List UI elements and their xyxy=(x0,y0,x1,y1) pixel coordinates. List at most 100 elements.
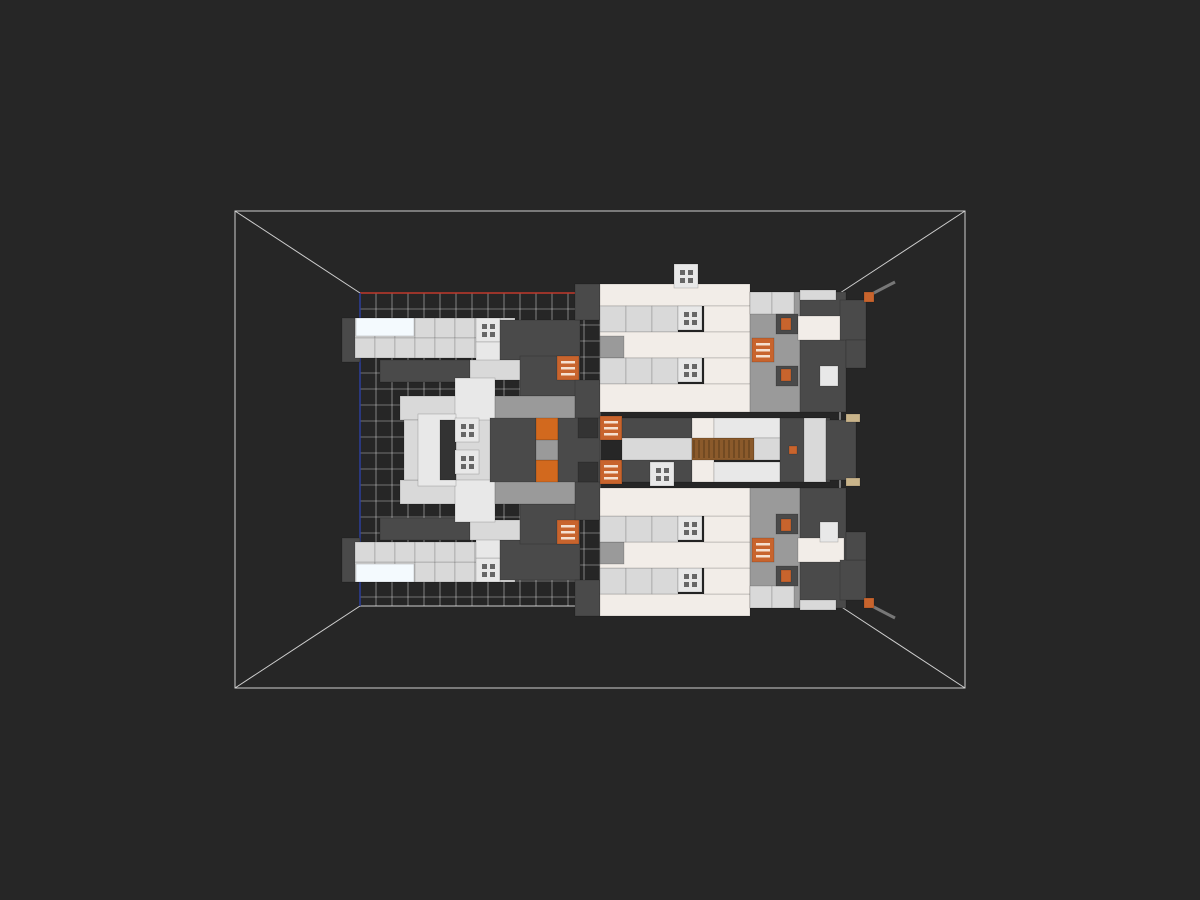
copper-stripe xyxy=(756,543,770,546)
nacelle-tile xyxy=(354,541,376,563)
copper-stripe xyxy=(561,531,575,534)
vent-hole xyxy=(490,324,495,329)
copper-stripe xyxy=(604,433,618,436)
module-tile xyxy=(599,305,627,333)
vent-hole xyxy=(664,476,669,481)
rear-lamp xyxy=(788,445,798,455)
engine-fin xyxy=(839,299,867,341)
vent-hole xyxy=(469,432,474,437)
engine-rail xyxy=(799,289,837,301)
copper-stripe xyxy=(561,537,575,540)
engine-rail xyxy=(799,599,837,611)
vent-hole xyxy=(688,270,693,275)
copper-stripe xyxy=(604,471,618,474)
module-gray xyxy=(599,335,625,359)
module-tile xyxy=(651,305,679,333)
engine-tile xyxy=(771,291,795,315)
spine-vent xyxy=(649,461,675,487)
vent-hole xyxy=(684,530,689,535)
engine-tile xyxy=(749,291,773,315)
bounding-box-edge xyxy=(839,605,966,689)
module-white xyxy=(703,305,751,333)
engine-lamp xyxy=(780,368,792,382)
vent-hole xyxy=(692,372,697,377)
spine-gray xyxy=(535,439,559,461)
module-tile xyxy=(651,357,679,385)
nacelle-tile xyxy=(414,337,436,359)
vent-hole xyxy=(490,572,495,577)
copper-stripe xyxy=(561,373,575,376)
nacelle-tile xyxy=(374,541,396,563)
vent-hole xyxy=(482,572,487,577)
spine-quartz xyxy=(713,461,781,483)
rear-trim xyxy=(845,477,861,487)
spine-light xyxy=(753,437,781,461)
nacelle-tile xyxy=(414,541,436,563)
module-white-top xyxy=(599,593,751,617)
vent-hole xyxy=(684,522,689,527)
vent-hole xyxy=(692,582,697,587)
nacelle-tile xyxy=(374,337,396,359)
rear-trim xyxy=(845,413,861,423)
engine-lamp xyxy=(780,518,792,532)
copper-stripe xyxy=(756,349,770,352)
module-white xyxy=(703,515,751,543)
module-tile xyxy=(599,567,627,595)
engine-quartz xyxy=(819,365,839,387)
rear-light xyxy=(803,417,827,483)
engine-tile xyxy=(749,585,773,609)
module-tile xyxy=(599,515,627,543)
snow-block xyxy=(355,317,415,337)
nacelle-top-tile xyxy=(454,561,476,583)
dark-hull xyxy=(499,319,581,361)
ship-structure xyxy=(341,263,896,620)
nacelle-top-tile xyxy=(414,561,436,583)
vent-hole xyxy=(684,574,689,579)
spine-vent xyxy=(454,417,480,443)
wing-dark xyxy=(574,479,601,521)
antenna-tip xyxy=(863,597,875,609)
nacelle-tile xyxy=(394,337,416,359)
module-white-bottom xyxy=(599,383,751,413)
module-tile xyxy=(625,515,653,543)
vent-hole xyxy=(692,320,697,325)
dark-hull xyxy=(499,539,581,581)
nacelle-tile xyxy=(434,337,456,359)
vent-hole xyxy=(482,564,487,569)
module-vent xyxy=(677,515,703,541)
vent-hole xyxy=(469,464,474,469)
vent-hole xyxy=(692,530,697,535)
antenna-tip xyxy=(863,291,875,303)
vent-hole xyxy=(684,372,689,377)
copper-stripe xyxy=(561,525,575,528)
engine-lamp xyxy=(780,317,792,331)
copper-stripe xyxy=(756,555,770,558)
orange-block xyxy=(535,459,559,483)
bounding-box-edge xyxy=(234,210,361,294)
module-white-bottom xyxy=(599,487,751,517)
spine-hole xyxy=(577,417,599,439)
copper-stripe xyxy=(561,367,575,370)
nacelle-tile xyxy=(354,337,376,359)
wing-gray xyxy=(494,395,576,421)
vent-hole xyxy=(490,564,495,569)
nacelle-vent xyxy=(475,317,501,343)
copper-stripe xyxy=(756,549,770,552)
spine-vent xyxy=(454,449,480,475)
module-tile xyxy=(651,515,679,543)
orange-block xyxy=(535,417,559,441)
engine-quartz xyxy=(819,521,839,543)
top-chimney-vent xyxy=(673,263,699,289)
module-cap xyxy=(574,579,601,617)
vent-hole xyxy=(692,312,697,317)
copper-stripe xyxy=(604,465,618,468)
module-vent xyxy=(677,357,703,383)
vent-hole xyxy=(664,468,669,473)
vent-hole xyxy=(461,424,466,429)
module-vent xyxy=(677,567,703,593)
module-tile xyxy=(599,357,627,385)
module-cap xyxy=(574,283,601,321)
spine-quartz xyxy=(713,417,781,439)
